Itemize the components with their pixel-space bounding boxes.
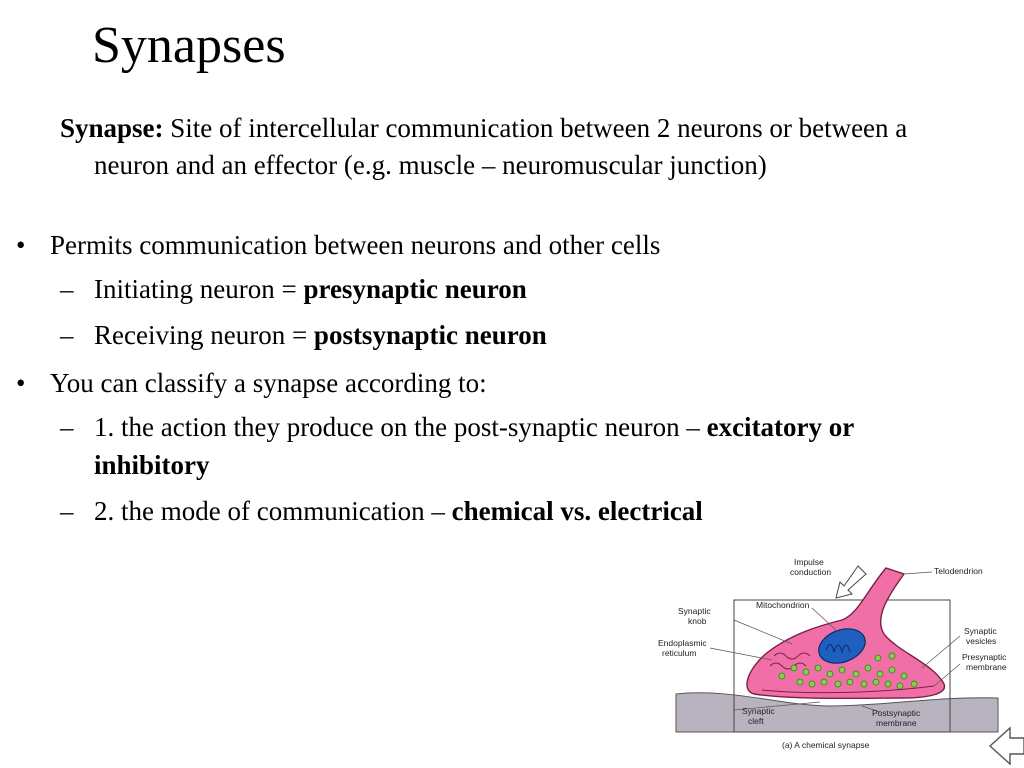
- mitochondrion-cristae: [825, 644, 851, 654]
- sub-bullet-bold: chemical vs. electrical: [451, 496, 703, 526]
- impulse-arrow: [835, 565, 867, 599]
- sub-bullet-item: –Receiving neuron = postsynaptic neuron: [50, 316, 900, 354]
- label-synaptic-knob: Synaptic: [678, 606, 711, 616]
- dash-marker: –: [60, 496, 74, 526]
- label-presynaptic-membrane: membrane: [966, 662, 1007, 672]
- bullet-text: You can classify a synapse according to:: [50, 368, 487, 398]
- label-cleft: cleft: [748, 716, 764, 726]
- label-postsynaptic: Postsynaptic: [872, 708, 921, 718]
- definition-text: Site of intercellular communication betw…: [94, 113, 908, 180]
- presynaptic-membrane: [761, 685, 935, 694]
- bullet-text: Permits communication between neurons an…: [50, 230, 661, 260]
- dash-marker: –: [60, 412, 74, 442]
- sub-bullet-item: –1. the action they produce on the post-…: [50, 408, 894, 484]
- dash-marker: –: [60, 320, 74, 350]
- dash-marker: –: [60, 274, 74, 304]
- sub-bullet-list: –Initiating neuron = presynaptic neuron …: [50, 270, 900, 354]
- sub-bullet-item: –Initiating neuron = presynaptic neuron: [50, 270, 900, 308]
- sub-bullet-text: 1. the action they produce on the post-s…: [94, 412, 707, 442]
- back-arrow-icon[interactable]: [988, 724, 1024, 768]
- label-presynaptic: Presynaptic: [962, 652, 1007, 662]
- bullet-marker: •: [16, 230, 26, 260]
- bullet-item: • You can classify a synapse according t…: [0, 364, 900, 530]
- label-endoplasmic: Endoplasmic: [658, 638, 707, 648]
- label-telodendrion: Telodendrion: [934, 566, 983, 576]
- label-postsynaptic-membrane: membrane: [876, 718, 917, 728]
- sub-bullet-item: –2. the mode of communication – chemical…: [50, 492, 734, 530]
- sub-bullet-text: 2. the mode of communication –: [94, 496, 452, 526]
- sub-bullet-text: Receiving neuron =: [94, 320, 314, 350]
- sub-bullet-list: –1. the action they produce on the post-…: [50, 408, 900, 530]
- definition-term: Synapse:: [60, 113, 164, 143]
- postsynaptic-cell: [675, 692, 999, 733]
- sub-bullet-bold: postsynaptic neuron: [313, 320, 547, 350]
- leader-lines: [709, 571, 961, 713]
- label-vesicles: vesicles: [966, 636, 996, 646]
- label-knob: knob: [688, 616, 707, 626]
- diagram-frame: [733, 599, 951, 733]
- synaptic-vesicles: [778, 652, 918, 690]
- label-conduction: conduction: [790, 567, 831, 577]
- label-mitochondrion: Mitochondrion: [756, 600, 810, 610]
- sub-bullet-text: Initiating neuron =: [94, 274, 304, 304]
- slide-title: Synapses: [92, 17, 286, 74]
- label-synaptic-cleft: Synaptic: [742, 706, 775, 716]
- diagram-caption: (a) A chemical synapse: [782, 740, 870, 750]
- label-impulse: Impulse: [794, 557, 824, 567]
- chemical-synapse-diagram: Impulse conduction Telodendrion Mitochon…: [658, 557, 1007, 750]
- bullet-list: • Permits communication between neurons …: [0, 226, 900, 540]
- sub-bullet-bold: presynaptic neuron: [303, 274, 527, 304]
- label-synaptic-vesicles: Synaptic: [964, 626, 997, 636]
- bullet-marker: •: [16, 368, 26, 398]
- synapse-definition: Synapse: Site of intercellular communica…: [60, 110, 914, 184]
- endoplasmic-reticulum: [769, 652, 811, 670]
- bullet-item: • Permits communication between neurons …: [0, 226, 900, 354]
- sub-bullet-bold: excitatory or inhibitory: [94, 412, 854, 480]
- label-reticulum: reticulum: [662, 648, 696, 658]
